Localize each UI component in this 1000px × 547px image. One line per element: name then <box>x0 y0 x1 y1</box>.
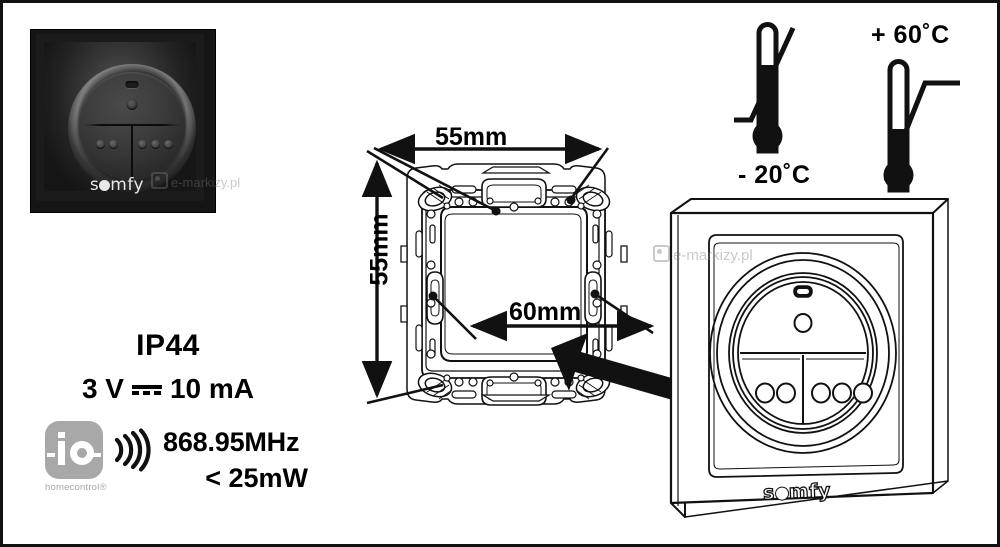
current-value: 10 mA <box>169 373 255 404</box>
dimension-annotations <box>361 133 655 405</box>
assembly-arrow <box>551 333 703 407</box>
depth-dimension-label: 60mm <box>509 298 582 326</box>
switch-round-control <box>78 72 186 180</box>
left-button-dots <box>96 140 118 149</box>
button-divider-vertical <box>131 124 133 180</box>
switch-inner-plate <box>44 42 196 192</box>
voltage-value: 3 V <box>81 373 124 404</box>
io-logo-caption: homecontrol® <box>45 482 107 493</box>
width-dimension-label: 55mm <box>435 123 508 151</box>
output-power-label: < 25mW <box>205 463 308 493</box>
radio-waves-icon <box>114 428 151 472</box>
min-temperature-label: - 20˚C <box>738 161 811 189</box>
led-indicator-icon <box>125 81 139 88</box>
switch-line-drawing <box>669 198 949 518</box>
right-button-dots <box>138 140 173 149</box>
max-temperature-label: + 60˚C <box>871 21 950 49</box>
thermometer-hot-icon <box>883 59 960 193</box>
leader-lines-height <box>366 149 444 405</box>
ip-rating-label: IP44 <box>136 329 200 362</box>
io-homecontrol-logo: homecontrol® <box>45 421 107 493</box>
frequency-label: 868.95MHz <box>163 427 300 457</box>
thermometer-cold-icon <box>734 22 796 154</box>
mounting-frame-drawing <box>400 163 628 406</box>
my-button <box>126 99 138 110</box>
power-rating-label: 3 V 10 mA <box>3 373 333 405</box>
io-logo-tile <box>45 421 103 479</box>
thermometer-icons-group <box>734 22 960 193</box>
dc-current-icon <box>131 381 162 397</box>
